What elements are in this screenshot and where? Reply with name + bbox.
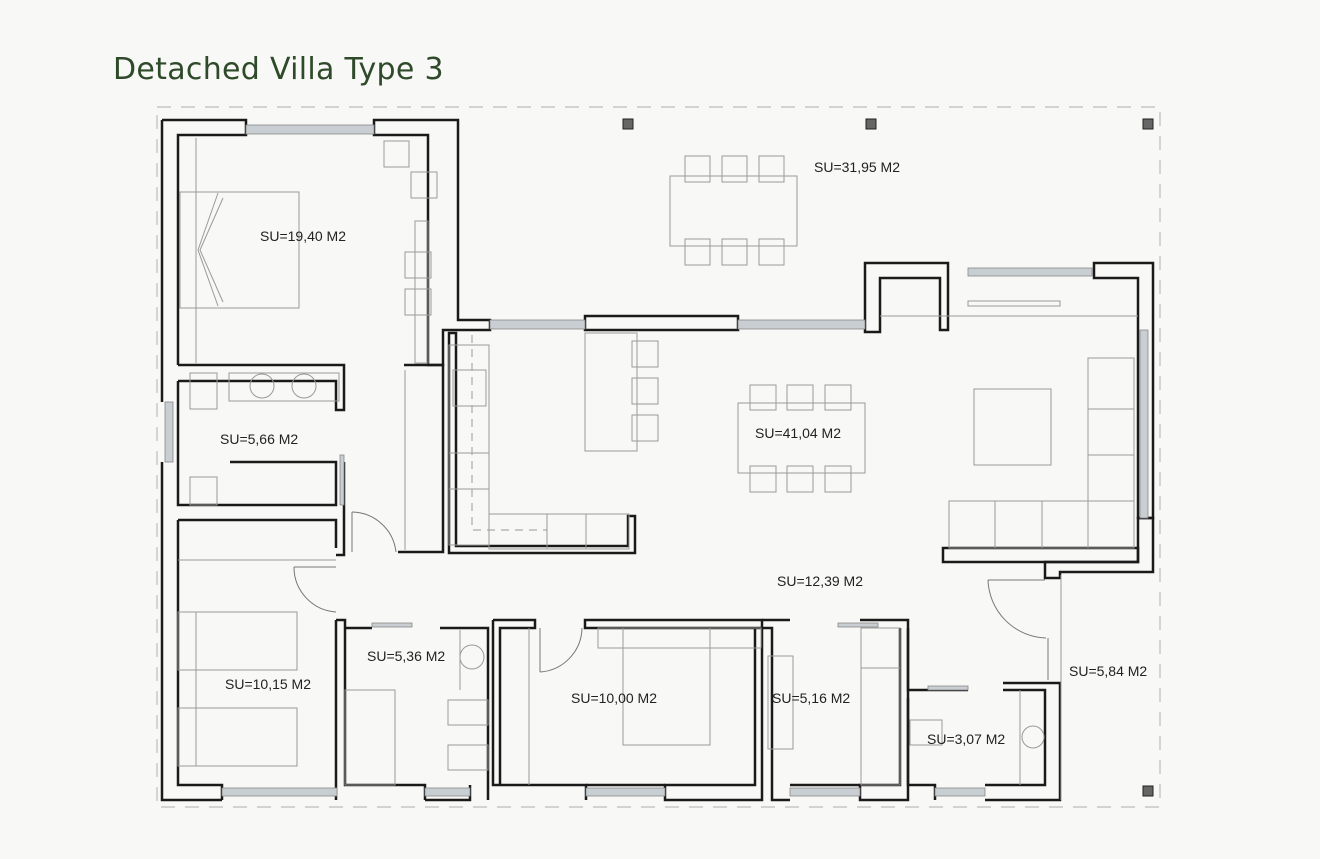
room-area-ensuite-bathroom: SU=5,66 M2: [220, 431, 298, 447]
room-area-bedroom-3: SU=10,00 M2: [571, 690, 657, 706]
windows: [164, 124, 1149, 797]
furniture: [177, 138, 1138, 800]
room-area-bathroom-2: SU=5,36 M2: [367, 648, 445, 664]
room-area-living-kitchen-dining: SU=41,04 M2: [755, 425, 841, 441]
table-icon: [669, 175, 798, 247]
room-area-bedroom-2: SU=10,15 M2: [225, 676, 311, 692]
column-icon: [865, 118, 877, 130]
doors: [293, 454, 1049, 691]
room-area-terrace: SU=31,95 M2: [814, 159, 900, 175]
room-area-porch: SU=5,84 M2: [1069, 663, 1147, 679]
column-icon: [1142, 118, 1154, 130]
room-area-toilet: SU=3,07 M2: [927, 731, 1005, 747]
page-title: Detached Villa Type 3: [113, 52, 444, 87]
column-icon: [1142, 785, 1154, 797]
room-area-utility-room: SU=5,16 M2: [772, 690, 850, 706]
plot-boundary: [156, 106, 1161, 808]
table-icon: [737, 402, 866, 474]
room-area-master-bedroom: SU=19,40 M2: [260, 228, 346, 244]
walls: [160, 118, 1155, 802]
bed-icon: [179, 191, 300, 309]
room-area-hallway: SU=12,39 M2: [777, 573, 863, 589]
column-icon: [622, 118, 634, 130]
